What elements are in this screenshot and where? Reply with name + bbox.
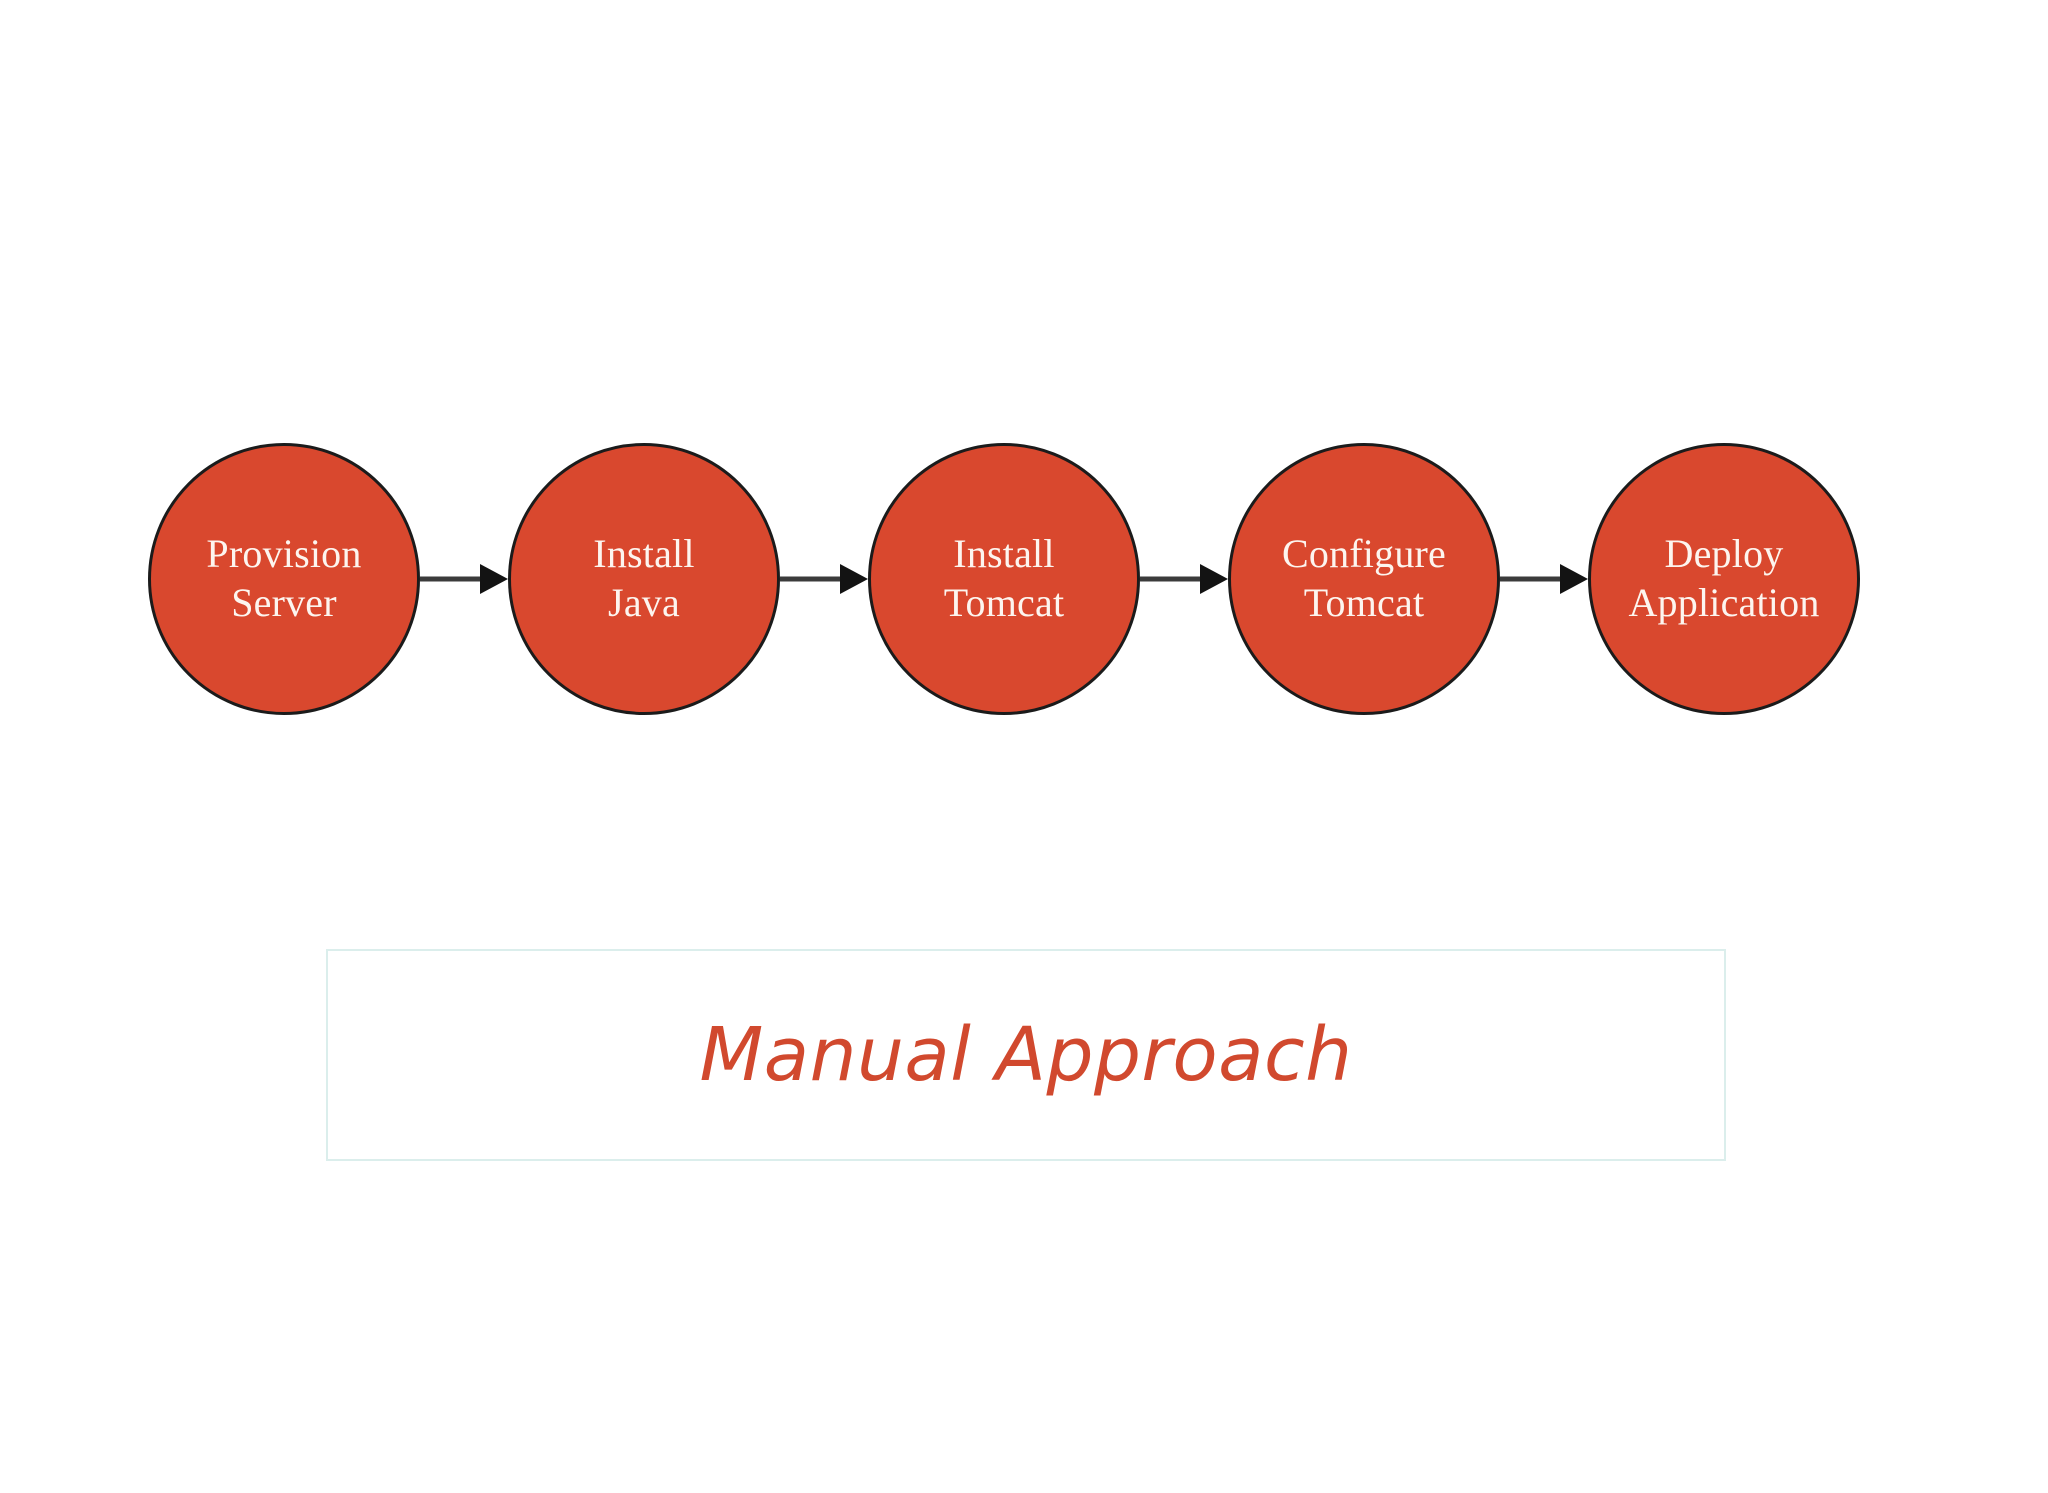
- flow-node-label: Deploy Application: [1628, 531, 1820, 625]
- flow-arrow-4: [1500, 564, 1588, 594]
- flow-arrow-1: [420, 564, 508, 594]
- arrow-head-icon: [840, 564, 868, 594]
- flow-node-label: Configure Tomcat: [1282, 531, 1446, 625]
- arrow-shaft-icon: [1500, 576, 1568, 582]
- flow-node-install-java[interactable]: Install Java: [508, 443, 780, 715]
- flow-arrow-2: [780, 564, 868, 594]
- arrow-head-icon: [1200, 564, 1228, 594]
- flow-node-provision-server[interactable]: Provision Server: [148, 443, 420, 715]
- arrow-shaft-icon: [780, 576, 848, 582]
- flow-node-configure-tomcat[interactable]: Configure Tomcat: [1228, 443, 1500, 715]
- flow-arrow-3: [1140, 564, 1228, 594]
- arrow-shaft-icon: [1140, 576, 1208, 582]
- process-flow-diagram: Provision Server Install Java Install To…: [148, 440, 1908, 718]
- arrow-head-icon: [1560, 564, 1588, 594]
- flow-node-label: Install Java: [593, 531, 695, 625]
- caption-box: Manual Approach: [326, 949, 1726, 1161]
- flow-node-label: Provision Server: [206, 531, 362, 625]
- caption-title: Manual Approach: [699, 1012, 1353, 1098]
- flow-node-install-tomcat[interactable]: Install Tomcat: [868, 443, 1140, 715]
- flow-node-deploy-application[interactable]: Deploy Application: [1588, 443, 1860, 715]
- flow-node-label: Install Tomcat: [943, 531, 1065, 625]
- arrow-head-icon: [480, 564, 508, 594]
- arrow-shaft-icon: [420, 576, 488, 582]
